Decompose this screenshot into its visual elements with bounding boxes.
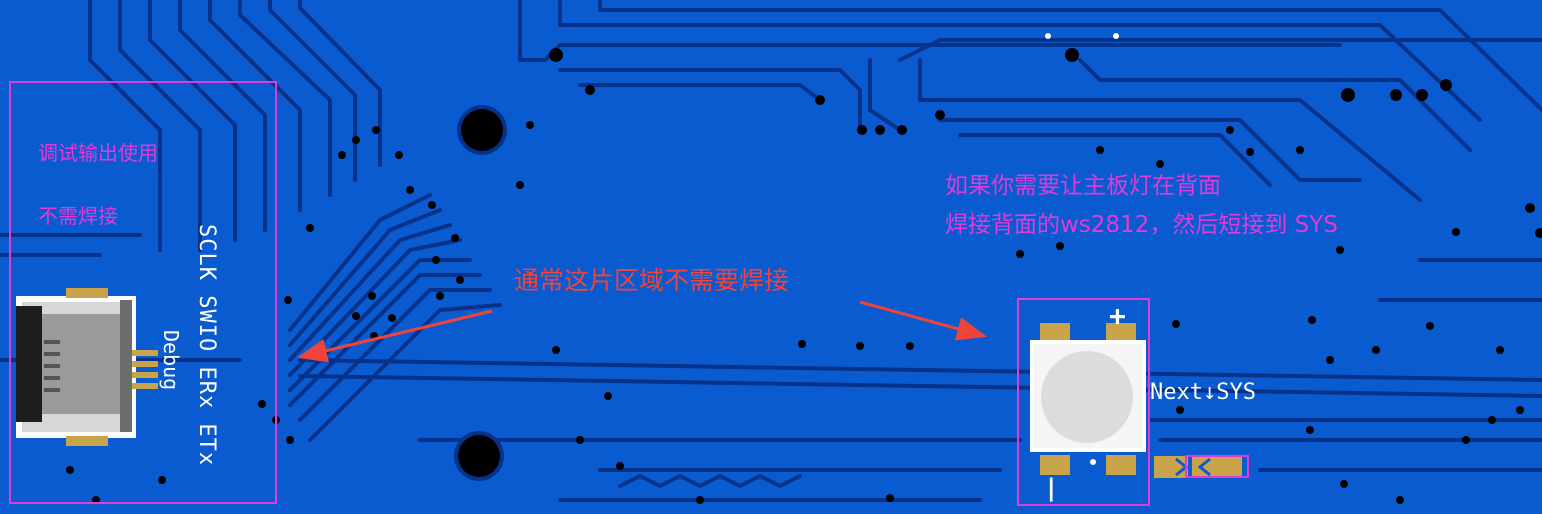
debug-connector [16, 288, 158, 446]
led-note-line2: 焊接背面的ws2812，然后短接到 SYS [945, 212, 1338, 238]
mounting-holes [454, 105, 507, 481]
led-note-line1: 如果你需要让主板灯在背面 [945, 173, 1221, 199]
debug-note: 调试输出使用 [38, 141, 158, 165]
white-vias [1045, 33, 1119, 39]
led-area-box [1017, 298, 1150, 506]
debug-connector-label: Debug [159, 330, 183, 391]
no-solder-note: 不需焊接 [38, 204, 118, 228]
ws2812-led [1030, 323, 1146, 475]
sys-jumper [1154, 455, 1249, 478]
debug-area-box [9, 81, 277, 504]
red-arrows [297, 300, 987, 363]
copper-traces [0, 0, 1542, 502]
center-note: 通常这片区域不需要焊接 [514, 266, 790, 295]
led-plus-label: + [1109, 299, 1126, 332]
vias [66, 48, 1542, 504]
led-minus-label: | [1044, 474, 1059, 502]
connector-pin-labels: SCLK SWIO ERx ETx [194, 224, 219, 467]
jumper-label: Next↓SYS [1150, 380, 1256, 405]
